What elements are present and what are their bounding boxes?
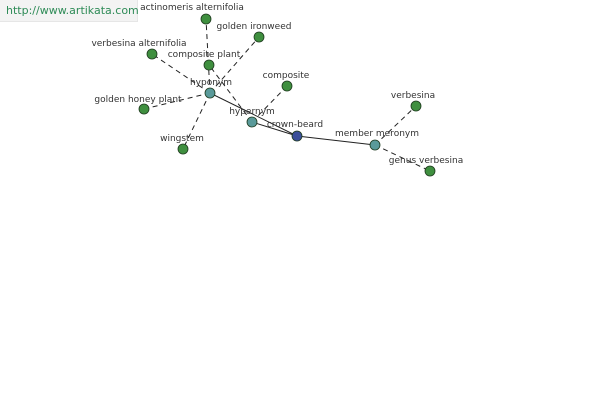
site-watermark[interactable]: http://www.artikata.com xyxy=(0,0,139,22)
node-compplant[interactable] xyxy=(203,59,215,71)
label-wingstem[interactable]: wingstem xyxy=(160,134,204,144)
node-genus[interactable] xyxy=(424,165,436,177)
label-merm[interactable]: member meronym xyxy=(335,129,419,139)
edge-hyp2-honey xyxy=(143,92,211,110)
label-ironweed[interactable]: golden ironweed xyxy=(217,22,292,32)
label-hyp1[interactable]: hypernym xyxy=(229,107,275,117)
graph-nodes xyxy=(138,13,436,177)
label-composite[interactable]: composite xyxy=(263,71,310,81)
node-composite[interactable] xyxy=(281,80,293,92)
node-honey[interactable] xyxy=(138,103,150,115)
label-compplant[interactable]: composite plant xyxy=(168,50,241,60)
edge-hyp2-ironweed xyxy=(209,36,260,94)
node-hyp2[interactable] xyxy=(204,87,216,99)
label-hyp2[interactable]: hyponym xyxy=(190,78,232,88)
node-verbesina[interactable] xyxy=(410,100,422,112)
edge-merm-genus xyxy=(374,144,431,172)
label-actino[interactable]: actinomeris alternifolia xyxy=(140,3,244,13)
edge-merm-verbesina xyxy=(374,105,417,146)
node-crown-beard[interactable] xyxy=(291,130,303,142)
graph-labels: crown-beard hypernym hyponym member meronym… xyxy=(91,3,463,166)
edge-hyp2-verbalt xyxy=(151,53,211,94)
edge-hyp1-compplant xyxy=(208,64,253,123)
node-wingstem[interactable] xyxy=(177,143,189,155)
edge-crown-beard-hyp2 xyxy=(209,92,298,137)
node-hyp1[interactable] xyxy=(246,116,258,128)
edge-hyp2-wingstem xyxy=(182,92,211,150)
graph-edges xyxy=(143,18,431,172)
node-ironweed[interactable] xyxy=(253,31,265,43)
edge-crown-beard-merm xyxy=(296,135,376,146)
node-actino[interactable] xyxy=(200,13,212,25)
label-honey[interactable]: golden honey plant xyxy=(94,95,182,105)
label-genus[interactable]: genus verbesina xyxy=(389,156,463,166)
node-merm[interactable] xyxy=(369,139,381,151)
edge-hyp2-actino xyxy=(205,18,211,94)
label-crown-beard[interactable]: crown-beard xyxy=(267,120,323,130)
node-verbalt[interactable] xyxy=(146,48,158,60)
edge-crown-beard-hyp1 xyxy=(251,121,298,137)
label-verbesina[interactable]: verbesina xyxy=(391,91,435,101)
label-verbalt[interactable]: verbesina alternifolia xyxy=(91,39,186,49)
